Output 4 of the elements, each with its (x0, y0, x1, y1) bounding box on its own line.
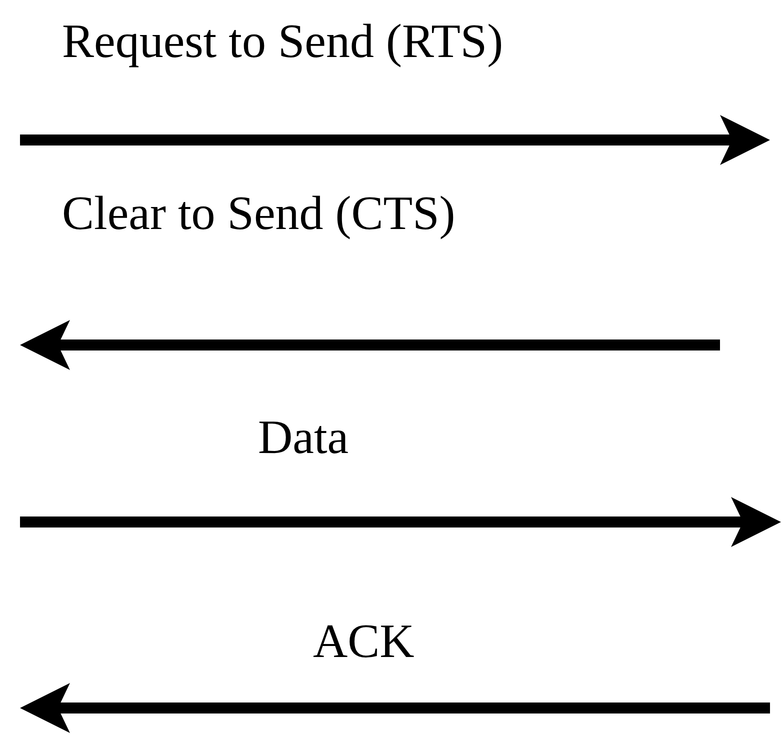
arrow-label: ACK (313, 614, 414, 670)
arrow-label: Request to Send (RTS) (62, 14, 504, 70)
arrow-label: Clear to Send (CTS) (62, 186, 456, 242)
arrow-label: Data (258, 410, 349, 466)
